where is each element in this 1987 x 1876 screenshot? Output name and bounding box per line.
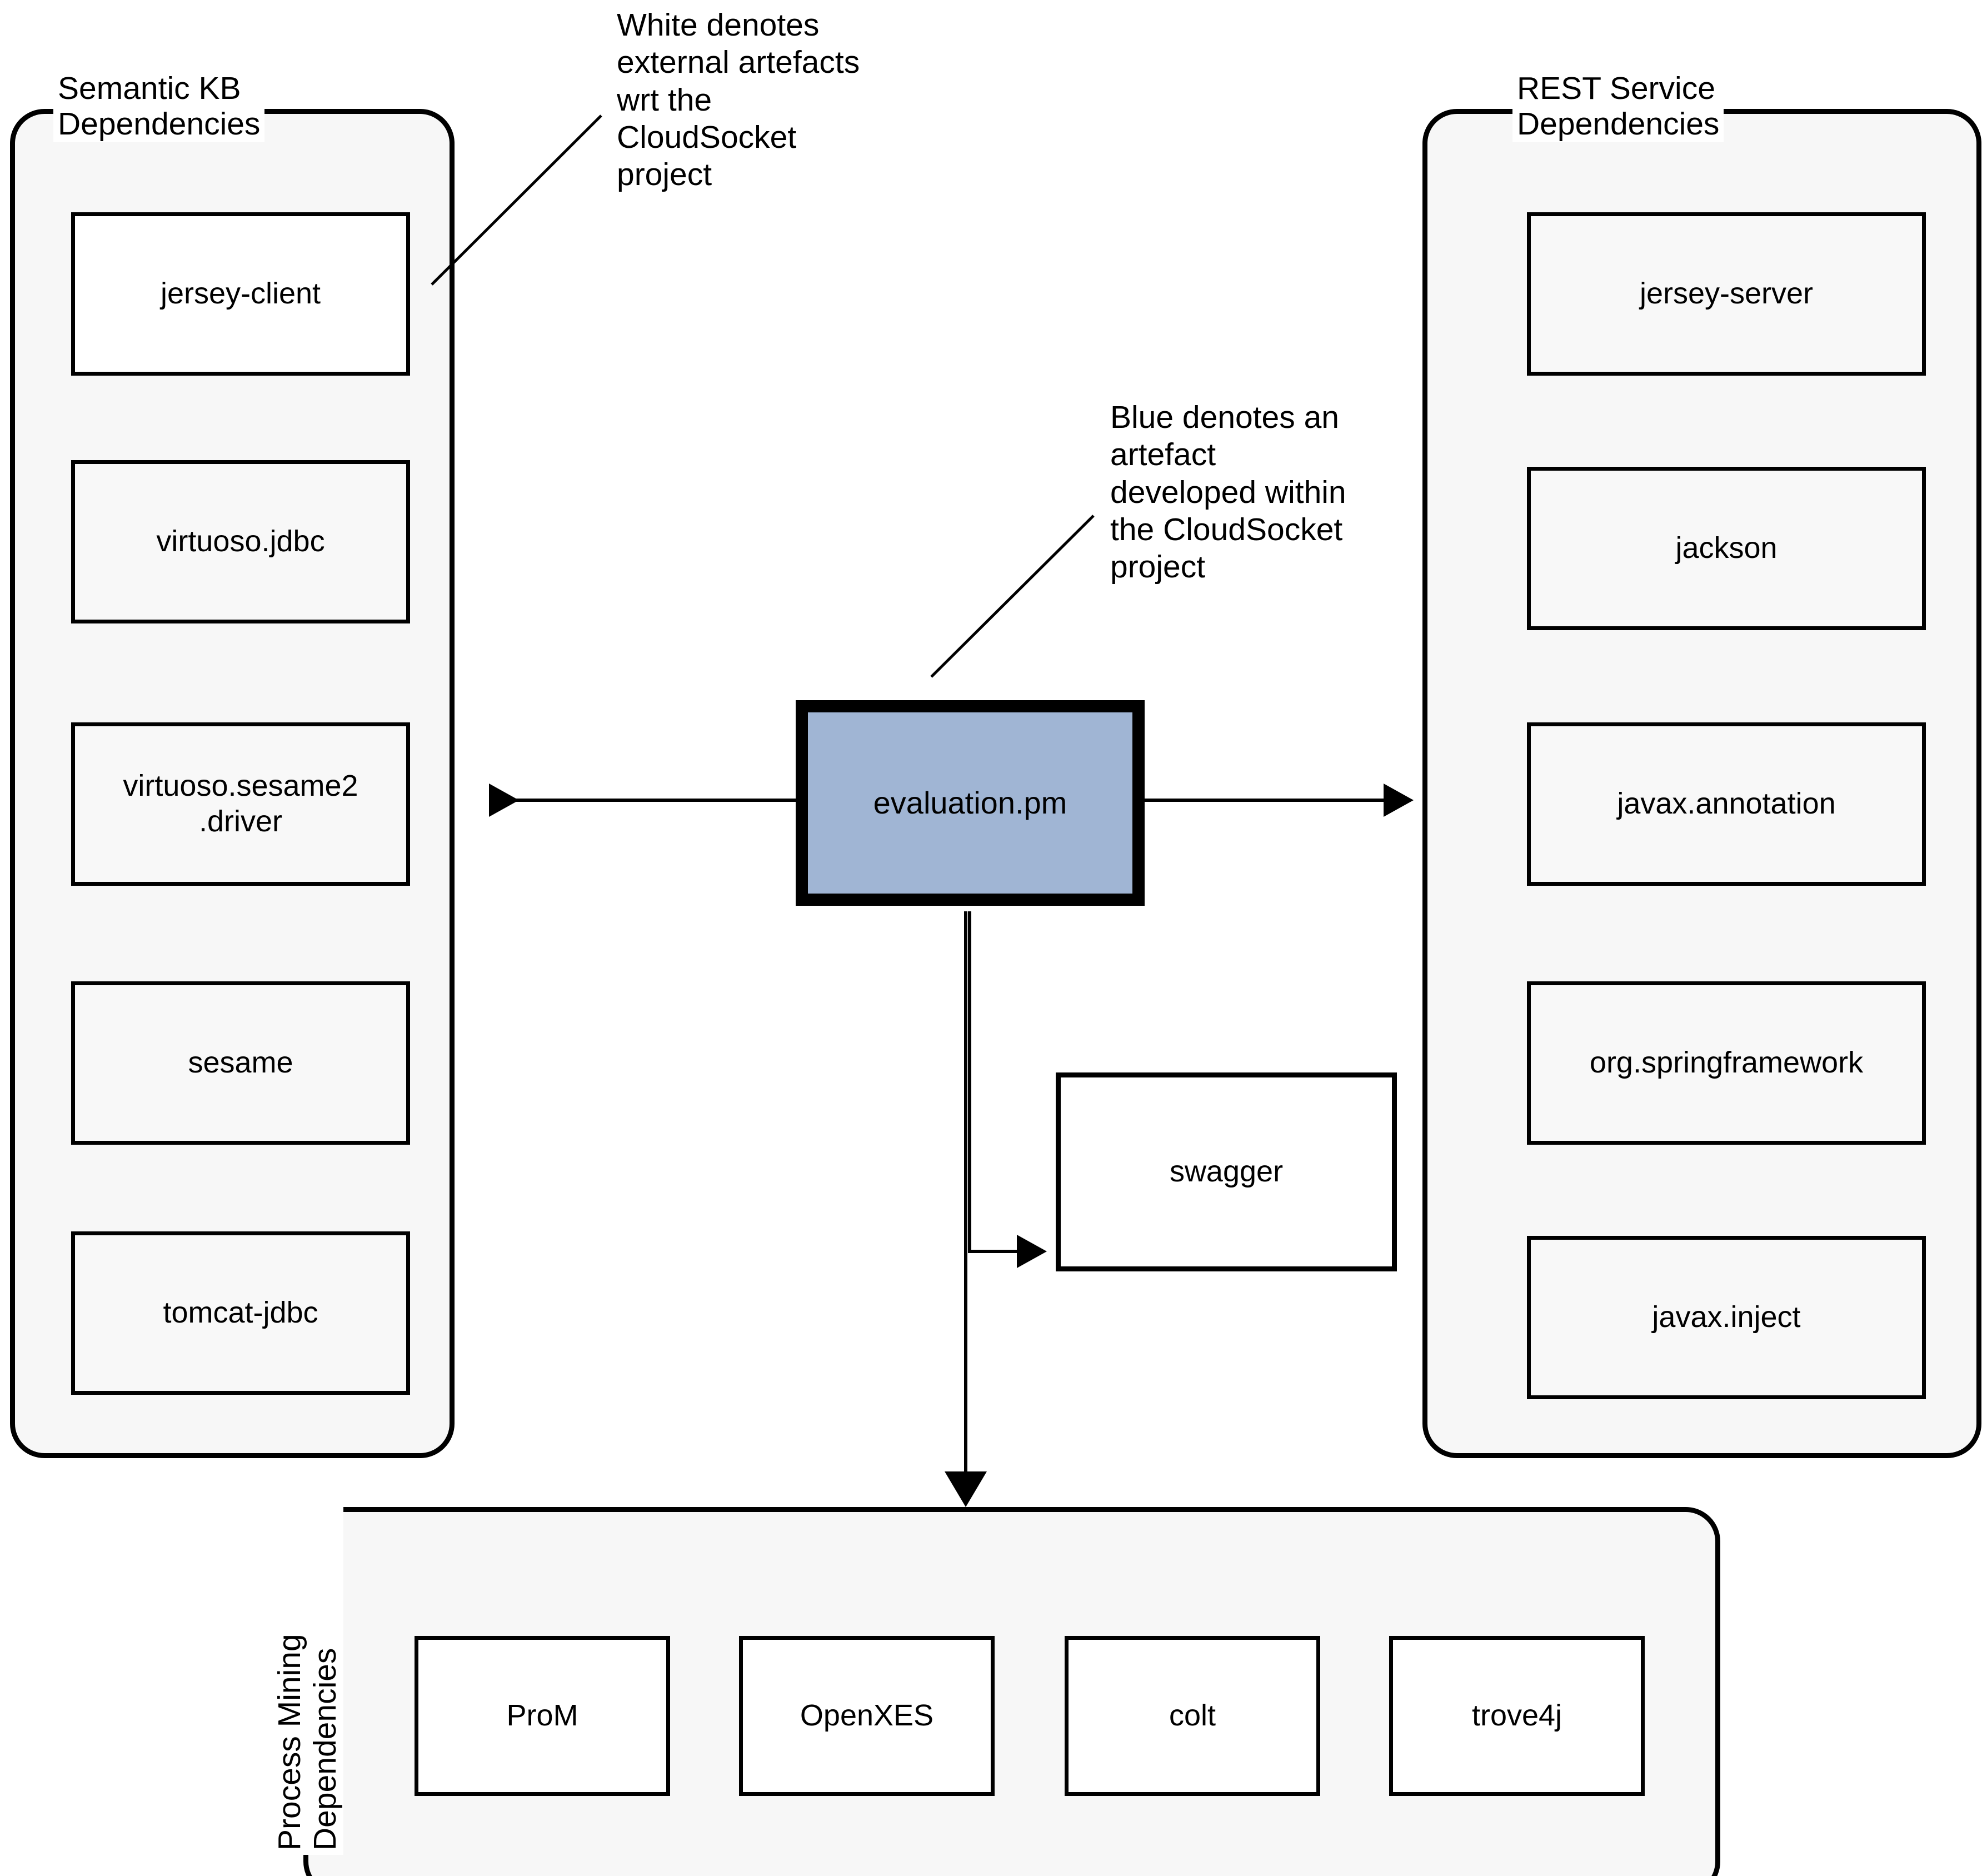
legend-note-white: White denotes external artefacts wrt the… [617, 7, 860, 192]
group-title-process-mining: Process Mining Dependencies [272, 1490, 343, 1855]
artefact-box-jersey-server[interactable]: jersey-server [1527, 212, 1926, 376]
artefact-box-openxes[interactable]: OpenXES [739, 1636, 995, 1796]
artefact-box-swagger[interactable]: swagger [1056, 1072, 1397, 1271]
group-title-semantic-kb: Semantic KB Dependencies [53, 71, 265, 142]
callout-line-blue [930, 515, 1095, 678]
artefact-box-tomcat-jdbc[interactable]: tomcat-jdbc [71, 1231, 410, 1395]
artefact-box-prom[interactable]: ProM [415, 1636, 670, 1796]
artefact-box-jersey-client[interactable]: jersey-client [71, 212, 410, 376]
artefact-box-javax-annotation[interactable]: javax.annotation [1527, 722, 1926, 886]
arrow-to-process-mining [945, 911, 987, 1507]
artefact-box-virtuoso-sesame2-driver[interactable]: virtuoso.sesame2 .driver [71, 722, 410, 886]
artefact-box-sesame[interactable]: sesame [71, 981, 410, 1145]
arrow-to-swagger [968, 911, 1047, 1268]
artefact-box-virtuoso-jdbc[interactable]: virtuoso.jdbc [71, 460, 410, 623]
artefact-box-evaluation-pm[interactable]: evaluation.pm [796, 700, 1145, 906]
artefact-box-colt[interactable]: colt [1065, 1636, 1320, 1796]
artefact-box-trove4j[interactable]: trove4j [1389, 1636, 1645, 1796]
legend-note-blue: Blue denotes an artefact developed withi… [1110, 400, 1346, 585]
group-title-rest-service: REST Service Dependencies [1512, 71, 1724, 142]
callout-line-white [431, 114, 602, 286]
artefact-box-javax-inject[interactable]: javax.inject [1527, 1236, 1926, 1399]
artefact-box-org-springframework[interactable]: org.springframework [1527, 981, 1926, 1145]
artefact-box-jackson[interactable]: jackson [1527, 467, 1926, 630]
